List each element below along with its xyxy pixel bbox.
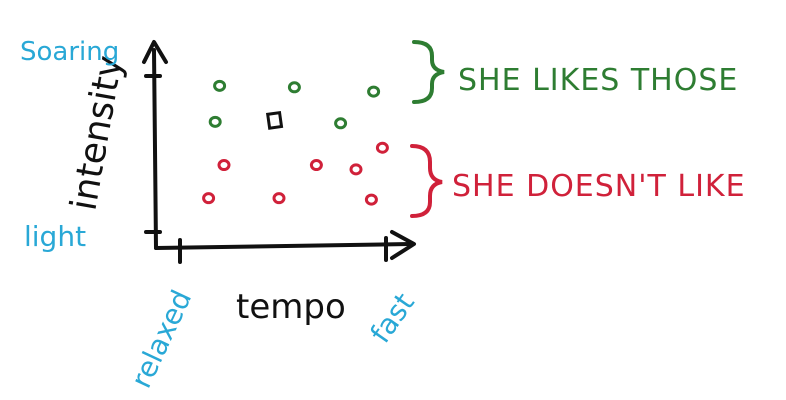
y-axis-label: intensity: [63, 53, 130, 214]
x-axis-arrowhead: [390, 230, 416, 260]
y-axis-line: [152, 48, 158, 250]
disliked-song-point: [202, 192, 216, 205]
y-axis-arrowhead: [142, 40, 168, 64]
disliked-song-point: [364, 193, 378, 206]
x-axis-line: [154, 242, 412, 250]
disliked-song-point: [375, 141, 389, 154]
liked-song-point: [334, 117, 348, 130]
disliked-song-point: [349, 163, 363, 176]
liked-song-point: [208, 115, 222, 128]
x-high-label: fast: [364, 287, 421, 349]
disliked-song-point: [309, 159, 323, 172]
likes-label: SHE LIKES THOSE: [458, 63, 738, 98]
disliked-song-point: [217, 159, 231, 172]
likes-brace: [412, 40, 445, 104]
liked-song-point: [367, 85, 381, 98]
y-low-label: light: [24, 220, 86, 253]
disliked-song-point: [272, 192, 286, 205]
dislikes-label: SHE DOESN'T LIKE: [452, 169, 746, 204]
liked-song-point: [287, 81, 301, 94]
x-axis-label: tempo: [236, 287, 346, 327]
axes: [142, 40, 416, 264]
dislikes-brace: [410, 144, 443, 218]
y-high-label: Soaring: [20, 37, 119, 67]
liked-song-point: [213, 79, 227, 92]
x-low-label: relaxed: [124, 285, 198, 393]
data-points: [202, 79, 389, 206]
unknown-point-marker: [265, 110, 284, 130]
